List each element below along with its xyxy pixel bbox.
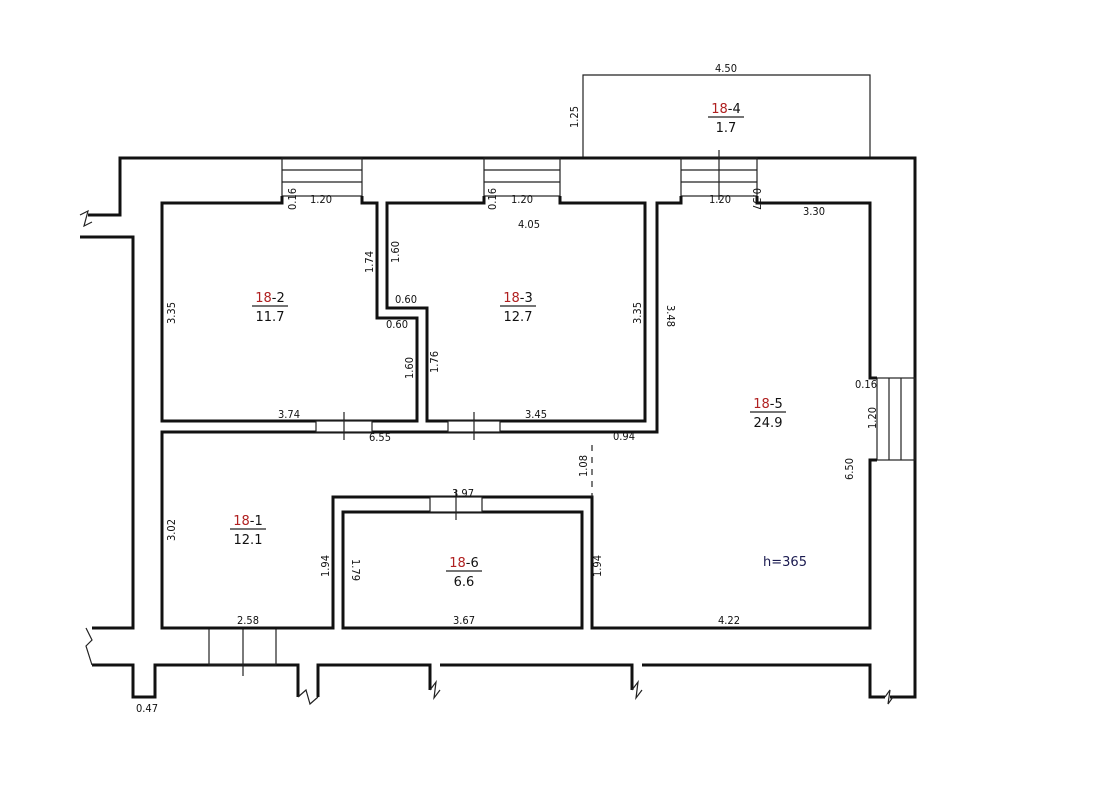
room-18-3-wall xyxy=(385,196,647,423)
svg-text:6.50: 6.50 xyxy=(843,458,856,480)
svg-text:3.35: 3.35 xyxy=(165,302,178,324)
balcony-outline xyxy=(582,74,871,158)
room-label-18-6: 18-6 6.6 xyxy=(446,556,482,590)
room-label-18-2: 18-2 11.7 xyxy=(252,291,288,325)
room-18-2-wall xyxy=(160,196,419,423)
room-label-18-1: 18-1 12.1 xyxy=(230,514,266,548)
doors xyxy=(315,412,593,520)
svg-text:18-5: 18-5 xyxy=(753,397,783,412)
svg-text:0.16: 0.16 xyxy=(486,188,499,210)
svg-text:3.45: 3.45 xyxy=(525,408,547,421)
svg-text:1.25: 1.25 xyxy=(568,106,581,128)
room-label-18-4: 18-4 1.7 xyxy=(708,102,744,136)
outer-wall xyxy=(88,156,917,699)
svg-text:0.37: 0.37 xyxy=(750,188,763,210)
svg-text:12.1: 12.1 xyxy=(234,533,263,548)
svg-text:3.35: 3.35 xyxy=(631,302,644,324)
svg-text:6.6: 6.6 xyxy=(454,575,475,590)
windows xyxy=(208,150,916,676)
svg-text:4.05: 4.05 xyxy=(518,218,540,231)
svg-text:18-2: 18-2 xyxy=(255,291,285,306)
svg-text:0.60: 0.60 xyxy=(386,318,408,331)
svg-text:18-3: 18-3 xyxy=(503,291,533,306)
dimensions: 4.50 1.20 1.20 4.05 1.20 3.30 0.60 0.60 … xyxy=(136,62,877,715)
svg-text:1.20: 1.20 xyxy=(866,407,879,429)
outer-wall-bottom3 xyxy=(440,663,634,690)
svg-text:2.58: 2.58 xyxy=(237,614,259,627)
svg-text:4.50: 4.50 xyxy=(715,62,737,75)
ceiling-height: h=365 xyxy=(763,555,807,570)
vertical-dimensions: 1.25 0.16 0.16 0.37 3.35 1.74 1.60 1.60 … xyxy=(165,106,879,581)
svg-text:6.55: 6.55 xyxy=(369,431,391,444)
svg-text:18-1: 18-1 xyxy=(233,514,263,529)
outer-wall-bottom xyxy=(92,663,300,699)
outer-wall-bottom4 xyxy=(642,663,885,699)
svg-text:3.74: 3.74 xyxy=(278,408,300,421)
svg-text:18-4: 18-4 xyxy=(711,102,741,117)
svg-text:1.76: 1.76 xyxy=(428,351,441,373)
svg-text:24.9: 24.9 xyxy=(754,416,783,431)
svg-text:0.94: 0.94 xyxy=(613,430,635,443)
break-marks xyxy=(79,209,894,706)
svg-text:1.74: 1.74 xyxy=(363,251,376,273)
outer-wall-left xyxy=(80,235,135,630)
svg-text:1.20: 1.20 xyxy=(709,193,731,206)
svg-text:1.7: 1.7 xyxy=(716,121,737,136)
svg-text:0.60: 0.60 xyxy=(395,293,417,306)
svg-text:4.22: 4.22 xyxy=(718,614,740,627)
svg-text:0.47: 0.47 xyxy=(136,702,158,715)
svg-text:3.30: 3.30 xyxy=(803,205,825,218)
svg-text:0.16: 0.16 xyxy=(855,378,877,391)
svg-text:1.60: 1.60 xyxy=(403,357,416,379)
svg-text:3.97: 3.97 xyxy=(452,487,474,500)
svg-text:18-6: 18-6 xyxy=(449,556,479,571)
svg-text:1.08: 1.08 xyxy=(577,455,590,477)
svg-text:1.79: 1.79 xyxy=(349,559,362,581)
svg-text:1.20: 1.20 xyxy=(310,193,332,206)
room-label-18-3: 18-3 12.7 xyxy=(500,291,536,325)
svg-text:11.7: 11.7 xyxy=(256,310,285,325)
svg-text:3.67: 3.67 xyxy=(453,614,475,627)
svg-text:1.94: 1.94 xyxy=(319,555,332,577)
svg-text:1.94: 1.94 xyxy=(591,555,604,577)
room-18-5-wall-top xyxy=(755,196,877,380)
room-18-5-wall xyxy=(160,196,877,630)
svg-text:1.60: 1.60 xyxy=(389,241,402,263)
svg-text:3.48: 3.48 xyxy=(664,305,677,327)
room-label-18-5: 18-5 24.9 xyxy=(750,397,786,431)
svg-text:3.02: 3.02 xyxy=(165,519,178,541)
svg-text:12.7: 12.7 xyxy=(504,310,533,325)
outer-wall-bottom2 xyxy=(316,663,432,697)
svg-text:0.16: 0.16 xyxy=(286,188,299,210)
svg-text:1.20: 1.20 xyxy=(511,193,533,206)
